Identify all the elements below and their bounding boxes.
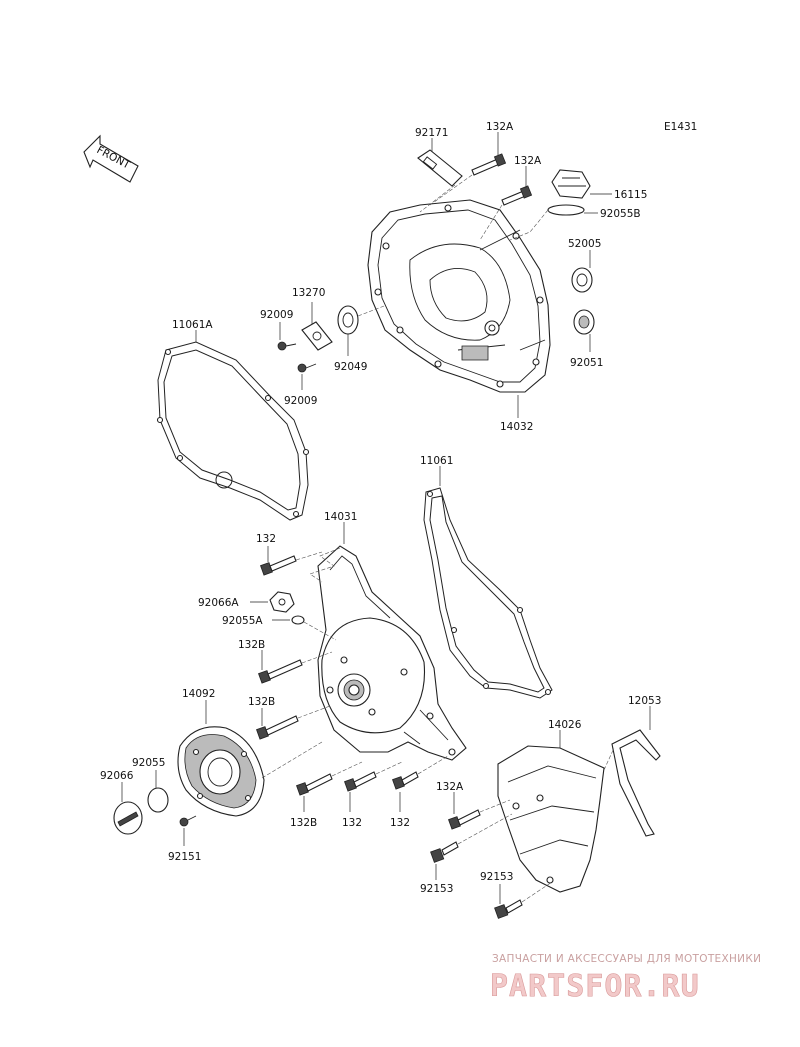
diagram-code: E1431 <box>664 121 697 133</box>
label-92051: 92051 <box>570 357 603 369</box>
label-92171: 92171 <box>415 127 448 139</box>
part-92055-o-ring <box>147 787 169 813</box>
part-132-bolt <box>344 771 377 792</box>
part-92049-seal <box>337 305 359 335</box>
part-132B-bolt <box>256 715 299 740</box>
label-132A: 132A <box>436 781 464 793</box>
part-11061A-gasket <box>156 341 310 521</box>
label-92066: 92066 <box>100 770 134 782</box>
label-11061: 11061 <box>420 455 453 467</box>
part-92153-bolt <box>430 841 459 863</box>
part-14092-cover <box>177 726 265 817</box>
label-16115: 16115 <box>614 189 647 201</box>
part-132A-bolt <box>471 153 507 176</box>
front-arrow-icon: FRONT <box>83 134 139 183</box>
part-14031-magneto-cover <box>317 545 467 761</box>
part-16115-filler-cap <box>551 169 591 199</box>
part-132A-bolt <box>448 809 481 830</box>
part-14026-sprocket-cover <box>497 745 605 893</box>
label-12053: 12053 <box>628 695 661 707</box>
part-132B-bolt <box>258 659 303 684</box>
label-92009: 92009 <box>260 309 293 321</box>
label-92066A: 92066A <box>198 597 239 609</box>
label-92151: 92151 <box>168 851 201 863</box>
label-14032: 14032 <box>500 421 533 433</box>
label-13270: 13270 <box>292 287 325 299</box>
part-92009-screw <box>297 363 317 373</box>
label-92049: 92049 <box>334 361 367 373</box>
label-92055A: 92055A <box>222 615 263 627</box>
part-92009-screw <box>277 341 297 351</box>
label-132: 132 <box>342 817 362 829</box>
part-12053-bracket <box>611 729 661 837</box>
label-132A: 132A <box>486 121 514 133</box>
label-14031: 14031 <box>324 511 357 523</box>
label-92009: 92009 <box>284 395 317 407</box>
part-13270-plate <box>301 321 333 351</box>
watermark: ЗАПЧАСТИ И АКСЕССУАРЫ ДЛЯ МОТОТЕХНИКИ PA… <box>490 953 761 1004</box>
part-92066-plug <box>113 801 143 835</box>
label-14092: 14092 <box>182 688 215 700</box>
part-92153-bolt <box>494 899 523 919</box>
part-92171-plate <box>417 149 463 187</box>
part-132-bolt <box>260 555 297 576</box>
label-92055B: 92055B <box>600 208 641 220</box>
part-14032-clutch-cover <box>367 199 551 393</box>
part-52005-bushing <box>571 267 593 293</box>
label-132B: 132B <box>248 696 275 708</box>
part-92055B-o-ring <box>547 204 585 216</box>
label-52005: 52005 <box>568 238 601 250</box>
part-92066A-plug <box>269 591 295 613</box>
part-92051-seal <box>573 309 595 335</box>
label-132: 132 <box>390 817 410 829</box>
part-132-bolt <box>392 771 419 790</box>
watermark-caption: ЗАПЧАСТИ И АКСЕССУАРЫ ДЛЯ МОТОТЕХНИКИ <box>492 953 761 965</box>
label-92153: 92153 <box>480 871 513 883</box>
label-92153: 92153 <box>420 883 453 895</box>
label-11061A: 11061A <box>172 319 213 331</box>
label-92055: 92055 <box>132 757 165 769</box>
label-132A: 132A <box>514 155 542 167</box>
label-132: 132 <box>256 533 276 545</box>
part-92055A-o-ring <box>291 615 305 625</box>
label-14026: 14026 <box>548 719 582 731</box>
part-132A-bolt <box>501 185 533 206</box>
part-92151-screw <box>179 815 197 827</box>
watermark-logo: PARTSFOR.RU <box>490 969 700 1004</box>
label-132B: 132B <box>238 639 265 651</box>
part-132B-bolt <box>296 773 333 796</box>
label-132B: 132B <box>290 817 317 829</box>
part-11061-gasket <box>423 487 553 699</box>
